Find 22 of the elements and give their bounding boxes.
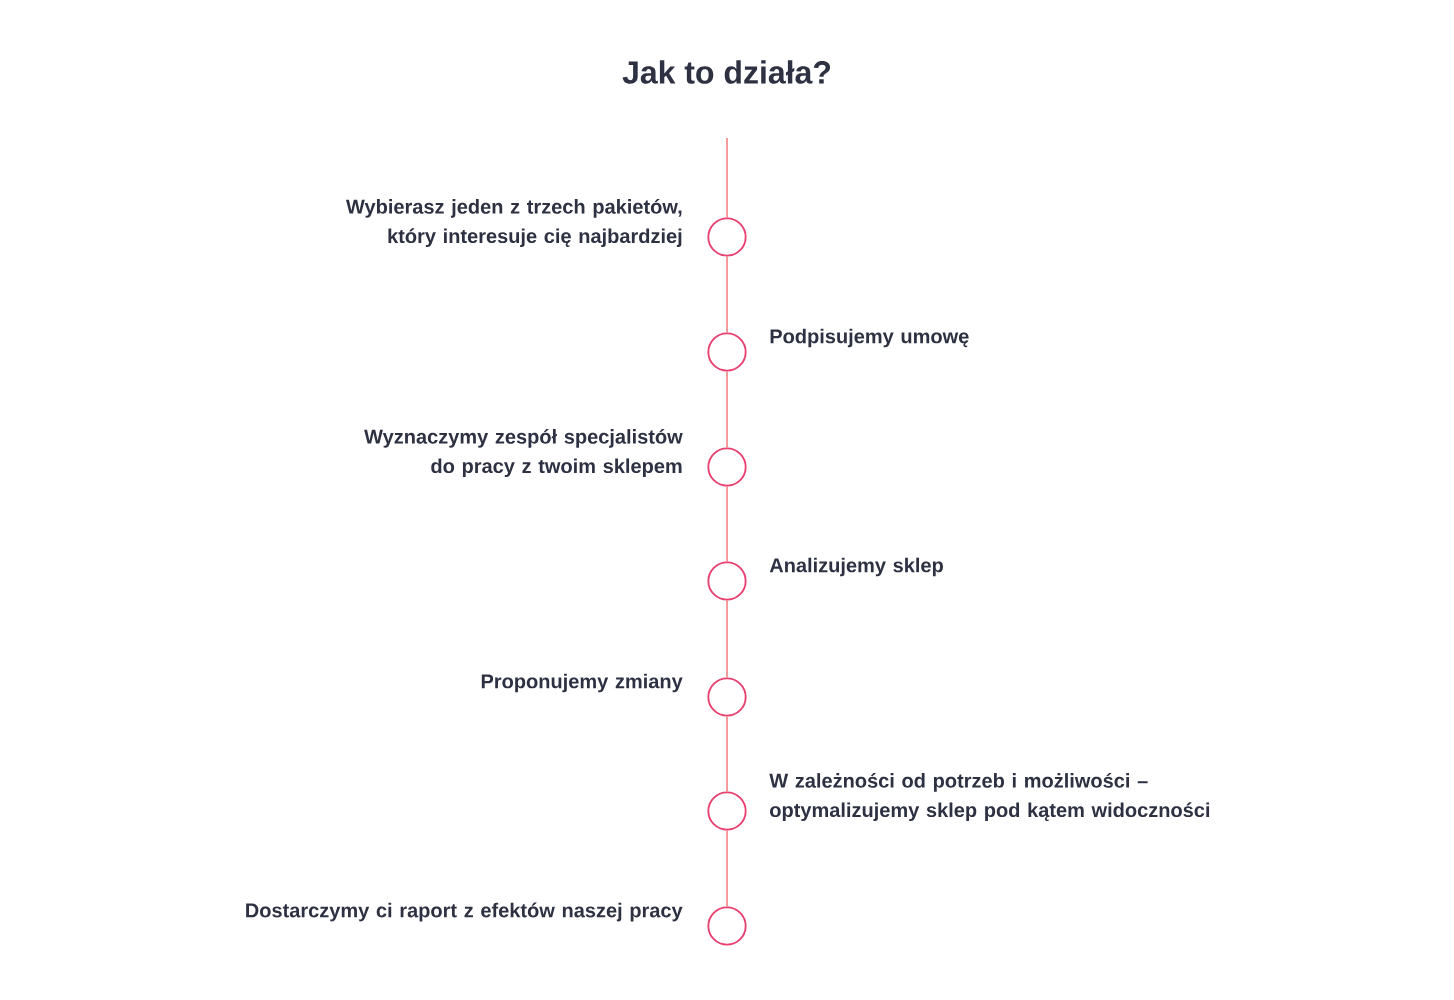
timeline-line bbox=[726, 715, 728, 793]
timeline-line bbox=[726, 255, 728, 334]
timeline-circle bbox=[707, 677, 747, 717]
timeline-circle bbox=[707, 447, 747, 487]
timeline-circle bbox=[707, 217, 747, 257]
timeline-line bbox=[726, 137, 728, 219]
timeline-line bbox=[726, 829, 728, 908]
timeline-circle bbox=[707, 791, 747, 831]
step-label: Dostarczymy ci raport z efektów naszej pracy bbox=[246, 902, 683, 922]
step-label: Wybierasz jeden z trzech pakietów, który interesuje cię najbardziej bbox=[346, 198, 682, 248]
step-label: Analizujemy sklep bbox=[769, 557, 943, 577]
timeline-circle bbox=[707, 561, 747, 601]
timeline-line bbox=[726, 370, 728, 449]
step-label: Podpisujemy umowę bbox=[770, 328, 969, 348]
timeline-line bbox=[726, 599, 728, 679]
timeline-line bbox=[726, 485, 728, 563]
timeline-circle bbox=[707, 332, 747, 372]
title: Jak to działa? bbox=[622, 60, 831, 84]
timeline-circle bbox=[707, 906, 747, 946]
step-label: Wyznaczymy zespół specjalistów do pracy z twoim sklepem bbox=[364, 428, 683, 478]
step-label: Proponujemy zmiany bbox=[481, 673, 683, 693]
step-label: W zależności od potrzeb i możliwości – optymalizujemy sklep pod kątem widoczności bbox=[769, 772, 1210, 822]
